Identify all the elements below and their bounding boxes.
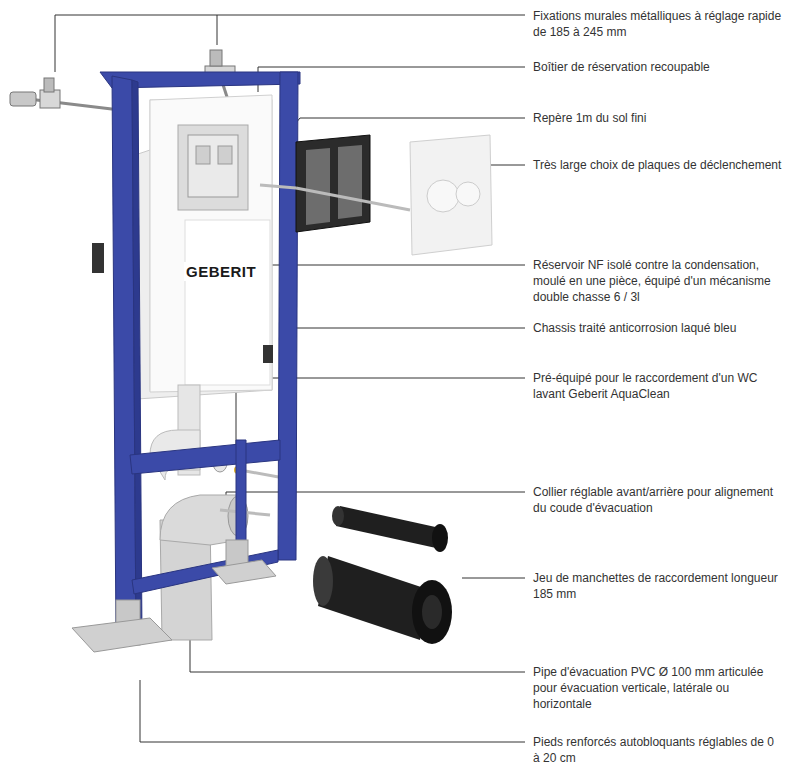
frame-feet [72,540,276,652]
side-clip [263,345,273,363]
side-clip [92,243,104,273]
callout-label: Très large choix de plaques de déclenche… [533,157,783,173]
callout-label: Jeu de manchettes de raccordement longue… [533,570,783,602]
callout-label: Pipe d'évacuation PVC Ø 100 mm articulée… [533,664,783,712]
drain-pipes [150,385,295,640]
plate-mounting-frame [260,135,410,232]
callout-label: Réservoir NF isolé contre la condensatio… [533,257,783,305]
callout-label: Boîtier de réservation recoupable [533,59,783,75]
callout-label: Pré-équipé pour le raccordement d'un WC … [533,370,783,402]
reservation-box [178,125,248,210]
callout-label: Chassis traité anticorrosion laqué bleu [533,320,783,336]
flush-plate [410,135,492,255]
leader-lines [55,15,525,742]
callout-label: Fixations murales métalliques à réglage … [533,8,783,40]
blue-frame [100,72,300,640]
connection-sleeves [313,506,452,644]
cistern [120,95,272,400]
callout-label: Collier réglable avant/arrière pour alig… [533,484,783,516]
brand-logo: GEBERIT [184,262,258,281]
callout-label: Repère 1m du sol fini [533,110,783,126]
callout-label: Pieds renforcés autobloquants réglables … [533,734,783,766]
